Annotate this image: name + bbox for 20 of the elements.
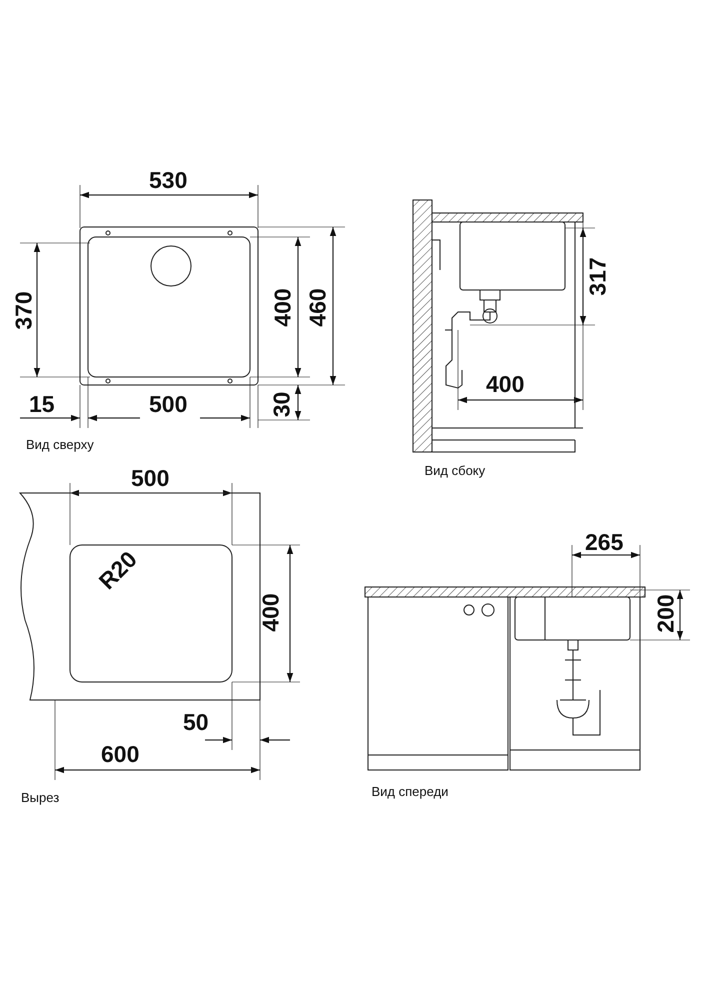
dimension-value: 400 <box>486 372 524 396</box>
view-caption: Вид спереди <box>372 784 448 798</box>
dimension-value: 500 <box>131 466 170 490</box>
dimension-value: 317 <box>586 256 610 296</box>
dimension-value: 600 <box>101 742 140 766</box>
dimension-value: 530 <box>149 168 188 192</box>
dimension-value: 370 <box>12 290 36 330</box>
dimension-value: 265 <box>585 530 624 554</box>
view-caption: Вид сбоку <box>424 464 486 476</box>
dimension-value: 460 <box>306 288 330 326</box>
dimension-value: 15 <box>29 392 55 416</box>
dimension-value: 200 <box>654 594 678 632</box>
dimension-value: 400 <box>260 592 283 632</box>
view-caption: Вырез <box>21 790 60 804</box>
dimension-value: 30 <box>270 391 294 417</box>
view-caption: Вид сверху <box>26 438 94 450</box>
dimension-value: 50 <box>183 710 209 734</box>
dimension-value: 500 <box>149 392 188 416</box>
dimension-value: 400 <box>272 288 295 326</box>
dimension-value: R20 <box>95 546 142 594</box>
